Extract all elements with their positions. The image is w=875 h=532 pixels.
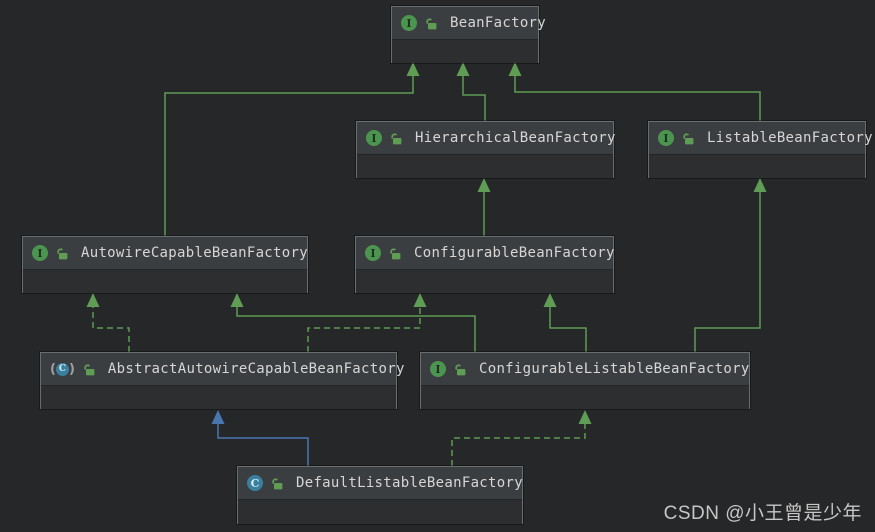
- public-lock-icon: [390, 132, 403, 145]
- node-body: [23, 269, 307, 293]
- public-lock-icon: [425, 17, 438, 30]
- edge-configurablelistablebeanfactory-extends-listablebeanfactory: [694, 178, 767, 352]
- interface-icon: [366, 130, 382, 146]
- edge-configurablelistablebeanfactory-extends-configurablebeanfactory: [543, 293, 587, 352]
- edge-listablebeanfactory-extends-beanfactory: [508, 62, 761, 121]
- node-header: ConfigurableBeanFactory: [356, 237, 615, 269]
- edge-configurablelistablebeanfactory-extends-autowirecapablebeanfactory: [230, 293, 476, 352]
- interface-icon: [365, 245, 381, 261]
- class-node-defaultlistablebeanfactory[interactable]: DefaultListableBeanFactory: [237, 466, 523, 524]
- class-icon: [247, 475, 263, 491]
- node-label: ConfigurableBeanFactory: [414, 245, 615, 261]
- node-header: ConfigurableListableBeanFactory: [421, 353, 749, 385]
- abstract-class-icon: [50, 362, 75, 376]
- node-body: [421, 385, 749, 409]
- edge-hierarchicalbeanfactory-extends-beanfactory: [456, 62, 486, 121]
- node-header: DefaultListableBeanFactory: [238, 467, 523, 499]
- node-body: [392, 39, 538, 63]
- class-node-configurablebeanfactory[interactable]: ConfigurableBeanFactory: [355, 236, 614, 293]
- edge-defaultlistablebeanfactory-extends-abstractautowirecapablebeanfactory: [211, 410, 309, 466]
- node-body: [356, 269, 613, 293]
- public-lock-icon: [389, 247, 402, 260]
- node-header: BeanFactory: [392, 7, 546, 39]
- node-label: HierarchicalBeanFactory: [415, 130, 616, 146]
- edge-defaultlistablebeanfactory-implements-configurablelistablebeanfactory: [451, 410, 592, 466]
- node-body: [649, 154, 865, 178]
- public-lock-icon: [454, 363, 467, 376]
- public-lock-icon: [83, 363, 96, 376]
- edge-configurablebeanfactory-extends-hierarchicalbeanfactory: [477, 178, 491, 236]
- class-node-configurablelistablebeanfactory[interactable]: ConfigurableListableBeanFactory: [420, 352, 750, 409]
- class-node-autowirecapablebeanfactory[interactable]: AutowireCapableBeanFactory: [22, 236, 308, 293]
- public-lock-icon: [682, 132, 695, 145]
- edge-autowirecapablebeanfactory-extends-beanfactory: [164, 62, 420, 236]
- node-body: [238, 499, 522, 524]
- public-lock-icon: [56, 247, 69, 260]
- class-node-hierarchicalbeanfactory[interactable]: HierarchicalBeanFactory: [356, 121, 616, 178]
- node-body: [357, 154, 613, 178]
- node-body: [41, 385, 396, 409]
- node-label: AutowireCapableBeanFactory: [81, 245, 308, 261]
- node-header: HierarchicalBeanFactory: [357, 122, 616, 154]
- edge-abstractautowirecapablebeanfactory-implements-configurablebeanfactory: [307, 293, 427, 352]
- node-header: ListableBeanFactory: [649, 122, 873, 154]
- csdn-watermark: CSDN @小王曾是少年: [663, 503, 862, 524]
- node-header: AbstractAutowireCapableBeanFactory: [41, 353, 404, 385]
- public-lock-icon: [271, 477, 284, 490]
- interface-icon: [401, 15, 417, 31]
- node-label: BeanFactory: [450, 15, 547, 31]
- node-label: ListableBeanFactory: [707, 130, 873, 146]
- interface-icon: [658, 130, 674, 146]
- class-node-beanfactory[interactable]: BeanFactory: [391, 6, 546, 63]
- node-label: AbstractAutowireCapableBeanFactory: [107, 361, 405, 377]
- interface-icon: [430, 361, 446, 377]
- edge-abstractautowirecapablebeanfactory-implements-autowirecapablebeanfactory: [86, 293, 130, 352]
- node-label: DefaultListableBeanFactory: [296, 475, 523, 491]
- class-node-listablebeanfactory[interactable]: ListableBeanFactory: [648, 121, 873, 178]
- interface-icon: [32, 245, 48, 261]
- class-node-abstractautowirecapablebeanfactory[interactable]: AbstractAutowireCapableBeanFactory: [40, 352, 404, 409]
- node-label: ConfigurableListableBeanFactory: [479, 361, 750, 377]
- node-header: AutowireCapableBeanFactory: [23, 237, 308, 269]
